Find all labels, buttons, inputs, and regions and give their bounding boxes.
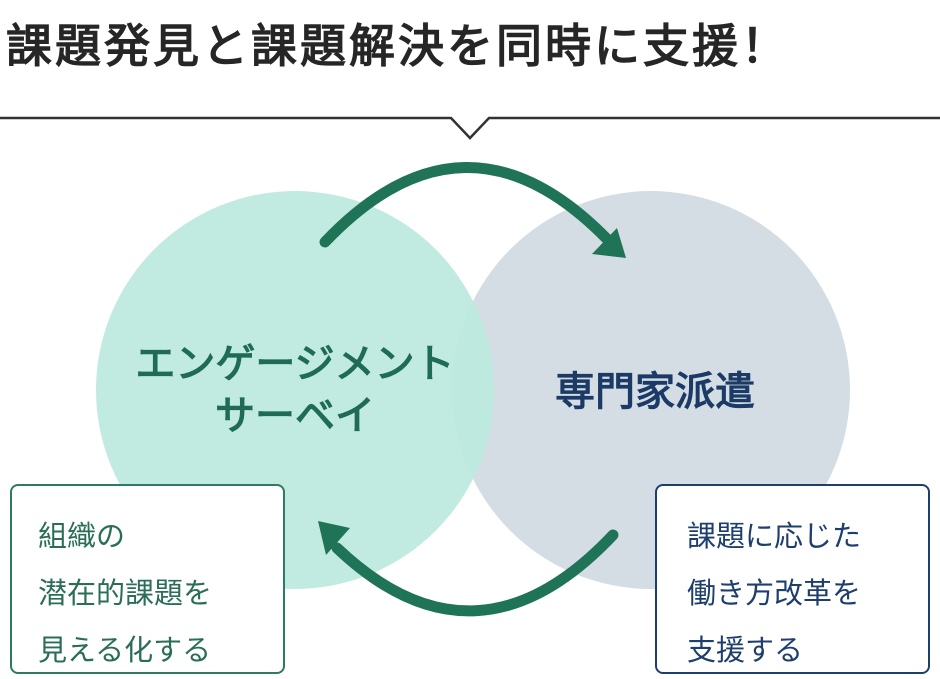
left-box-line: 組織の	[38, 519, 126, 553]
title-divider-line	[0, 116, 940, 140]
left-circle-label-line: サーベイ	[215, 393, 375, 439]
left-box-line: 見える化する	[38, 633, 212, 667]
left-box-line: 潜在的課題を	[38, 576, 213, 610]
bottom-arrow-arc	[331, 529, 619, 617]
top-arrow-head	[592, 228, 626, 258]
right-circle-label: 専門家派遣	[555, 369, 755, 415]
right-box-line: 支援する	[687, 633, 804, 667]
left-circle-label: エンゲージメント サーベイ	[95, 338, 495, 442]
top-arrow-arc	[319, 162, 612, 248]
bottom-arrow-head	[318, 521, 350, 555]
left-description-box: 組織の 潜在的課題を 見える化する	[10, 484, 285, 674]
right-box-line: 働き方改革を	[687, 576, 862, 610]
left-circle-label-line: エンゲージメント	[135, 341, 455, 387]
page-title: 課題発見と課題解決を同時に支援！	[6, 19, 790, 73]
right-box-line: 課題に応じた	[687, 519, 862, 553]
right-description-box: 課題に応じた 働き方改革を 支援する	[655, 484, 930, 674]
